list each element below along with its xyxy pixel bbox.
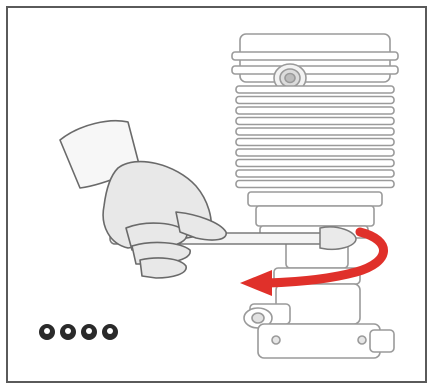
- cooling-fin: [236, 139, 394, 146]
- cooling-fin: [236, 107, 394, 114]
- nuts-group: [39, 324, 118, 340]
- cooling-fin: [236, 118, 394, 125]
- nut-icon: [60, 324, 76, 340]
- cooling-fin: [236, 170, 394, 177]
- nut-icon: [39, 324, 55, 340]
- cylinder-icon: [232, 34, 398, 238]
- nut-icon: [102, 324, 118, 340]
- cooling-fin: [236, 97, 394, 104]
- cooling-fin: [236, 160, 394, 167]
- cooling-fin: [236, 86, 394, 93]
- crankcase-icon: [244, 240, 394, 358]
- cooling-fin: [236, 128, 394, 135]
- nut-icon: [81, 324, 97, 340]
- cooling-fin: [236, 181, 394, 188]
- cooling-fin: [236, 149, 394, 156]
- hand-icon: [60, 121, 226, 278]
